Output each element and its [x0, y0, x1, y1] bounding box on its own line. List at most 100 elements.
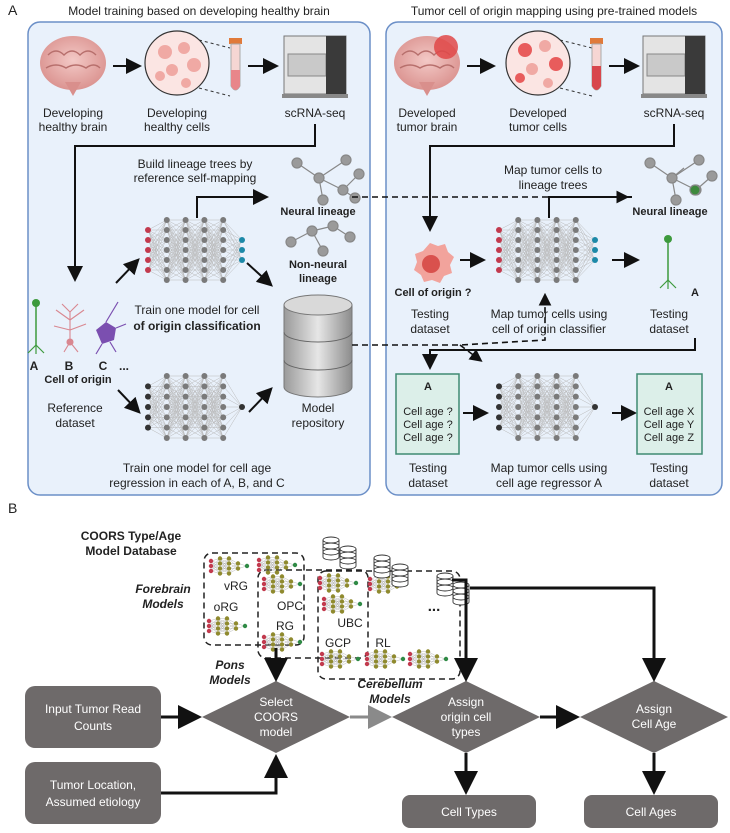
network-node: [201, 247, 208, 253]
database-icon: [373, 554, 391, 579]
model-repository-icon: [283, 294, 353, 398]
non-neural-lineage-tree: [285, 220, 356, 257]
cell-of-origin-question-label: Cell of origin ?: [395, 287, 472, 299]
network-node: [496, 247, 502, 253]
network-node: [496, 383, 502, 390]
network-node: [201, 424, 208, 431]
cell-b-label: B: [65, 359, 74, 373]
network-node: [182, 424, 189, 431]
database-icon: [436, 572, 454, 597]
model-label-org: oRG: [214, 600, 239, 614]
network-node: [515, 237, 522, 243]
network-node: [239, 404, 245, 410]
network-node: [553, 414, 560, 421]
network-node: [201, 414, 208, 421]
network-node: [201, 404, 208, 410]
network-node: [515, 414, 522, 421]
age-box-out-row-1: Cell age X: [644, 406, 695, 418]
assign-age-diamond: [580, 681, 728, 753]
network-node: [553, 393, 560, 400]
mini-model-network: [256, 555, 298, 575]
cell-age-output-box: [636, 373, 703, 455]
testing-dataset-label-2b: dataset: [649, 322, 689, 336]
assign-origin-label-2: origin cell: [441, 710, 492, 724]
forebrain-models-label-2: Models: [142, 597, 184, 611]
network-node: [496, 424, 502, 431]
network-node: [515, 247, 522, 253]
testing-dataset-label-1a: Testing: [411, 307, 449, 321]
network-node: [201, 383, 208, 390]
train-origin-label-2: of origin classification: [133, 319, 260, 333]
testing-dataset-label-3a: Testing: [409, 461, 447, 475]
arrow-ref-to-classifier: [115, 258, 140, 284]
network-node: [515, 435, 522, 441]
select-coors-model-diamond: [202, 681, 350, 753]
network-node: [220, 383, 227, 390]
assign-origin-diamond: [392, 681, 540, 753]
network-node: [163, 237, 170, 243]
testing-dataset-label-4b: dataset: [649, 476, 689, 490]
healthy-cells-label-2: healthy cells: [144, 120, 210, 134]
tumor-brain-label-2: tumor brain: [397, 120, 458, 134]
tumor-cell-of-origin-icon: [414, 243, 454, 283]
network-node: [220, 414, 227, 421]
network-node: [534, 435, 541, 441]
network-node: [553, 247, 560, 253]
more-models-ellipsis: ...: [428, 598, 441, 615]
network-node: [201, 435, 208, 441]
network-node: [182, 277, 189, 283]
input-read-counts-box: [25, 686, 161, 748]
non-neural-label-1: Non-neural: [289, 259, 347, 271]
database-icon: [322, 536, 340, 561]
network-node: [572, 373, 579, 379]
network-node: [592, 257, 598, 263]
input-read-counts-label-2: Counts: [74, 719, 112, 733]
network-node: [182, 383, 189, 390]
build-lineage-label-1: Build lineage trees by: [138, 157, 253, 171]
network-node: [182, 435, 189, 441]
network-node: [182, 247, 189, 253]
tumor-cells-icon: [505, 30, 571, 96]
pons-models-label-2: Models: [209, 673, 251, 687]
arrow-classifier-to-lineage: [548, 196, 632, 218]
repo-label-1: Model: [302, 401, 335, 415]
network-node: [145, 227, 151, 233]
network-node: [572, 237, 579, 243]
network-node: [163, 373, 170, 379]
dash-cells-tube-top: [198, 39, 231, 49]
network-node: [496, 267, 502, 273]
arrow-db-to-assign-origin: [452, 578, 478, 682]
forebrain-model-group: [203, 552, 305, 646]
network-node: [163, 383, 170, 390]
network-node: [163, 267, 170, 273]
network-node: [182, 393, 189, 400]
network-node: [553, 277, 560, 283]
network-node: [239, 257, 245, 263]
network-node: [182, 414, 189, 421]
network-node: [163, 414, 170, 421]
neuron-result-label: A: [691, 287, 699, 299]
map-classifier-label-2: cell of origin classifier: [492, 322, 606, 336]
network-node: [534, 247, 541, 253]
model-database-title-2: Model Database: [85, 544, 177, 558]
panel-a-label: A: [8, 2, 18, 18]
train-age-label-2: regression in each of A, B, and C: [109, 476, 285, 490]
mini-model-network: [206, 616, 248, 636]
network-node: [145, 393, 151, 400]
network-node: [201, 237, 208, 243]
network-node: [515, 424, 522, 431]
network-node: [163, 277, 170, 283]
tumor-brain-icon: [394, 35, 460, 96]
model-label-gcp: GCP: [325, 636, 351, 650]
arrow-result-to-age-box: [422, 338, 696, 370]
network-node: [163, 247, 170, 253]
network-node: [515, 257, 522, 263]
testing-dataset-label-2a: Testing: [650, 307, 688, 321]
network-node: [220, 227, 227, 233]
network-node: [572, 257, 579, 263]
network-node: [534, 414, 541, 421]
network-node: [239, 237, 245, 243]
assign-age-label-1: Assign: [636, 702, 672, 716]
network-node: [572, 267, 579, 273]
age-box-in-title: A: [424, 381, 432, 393]
